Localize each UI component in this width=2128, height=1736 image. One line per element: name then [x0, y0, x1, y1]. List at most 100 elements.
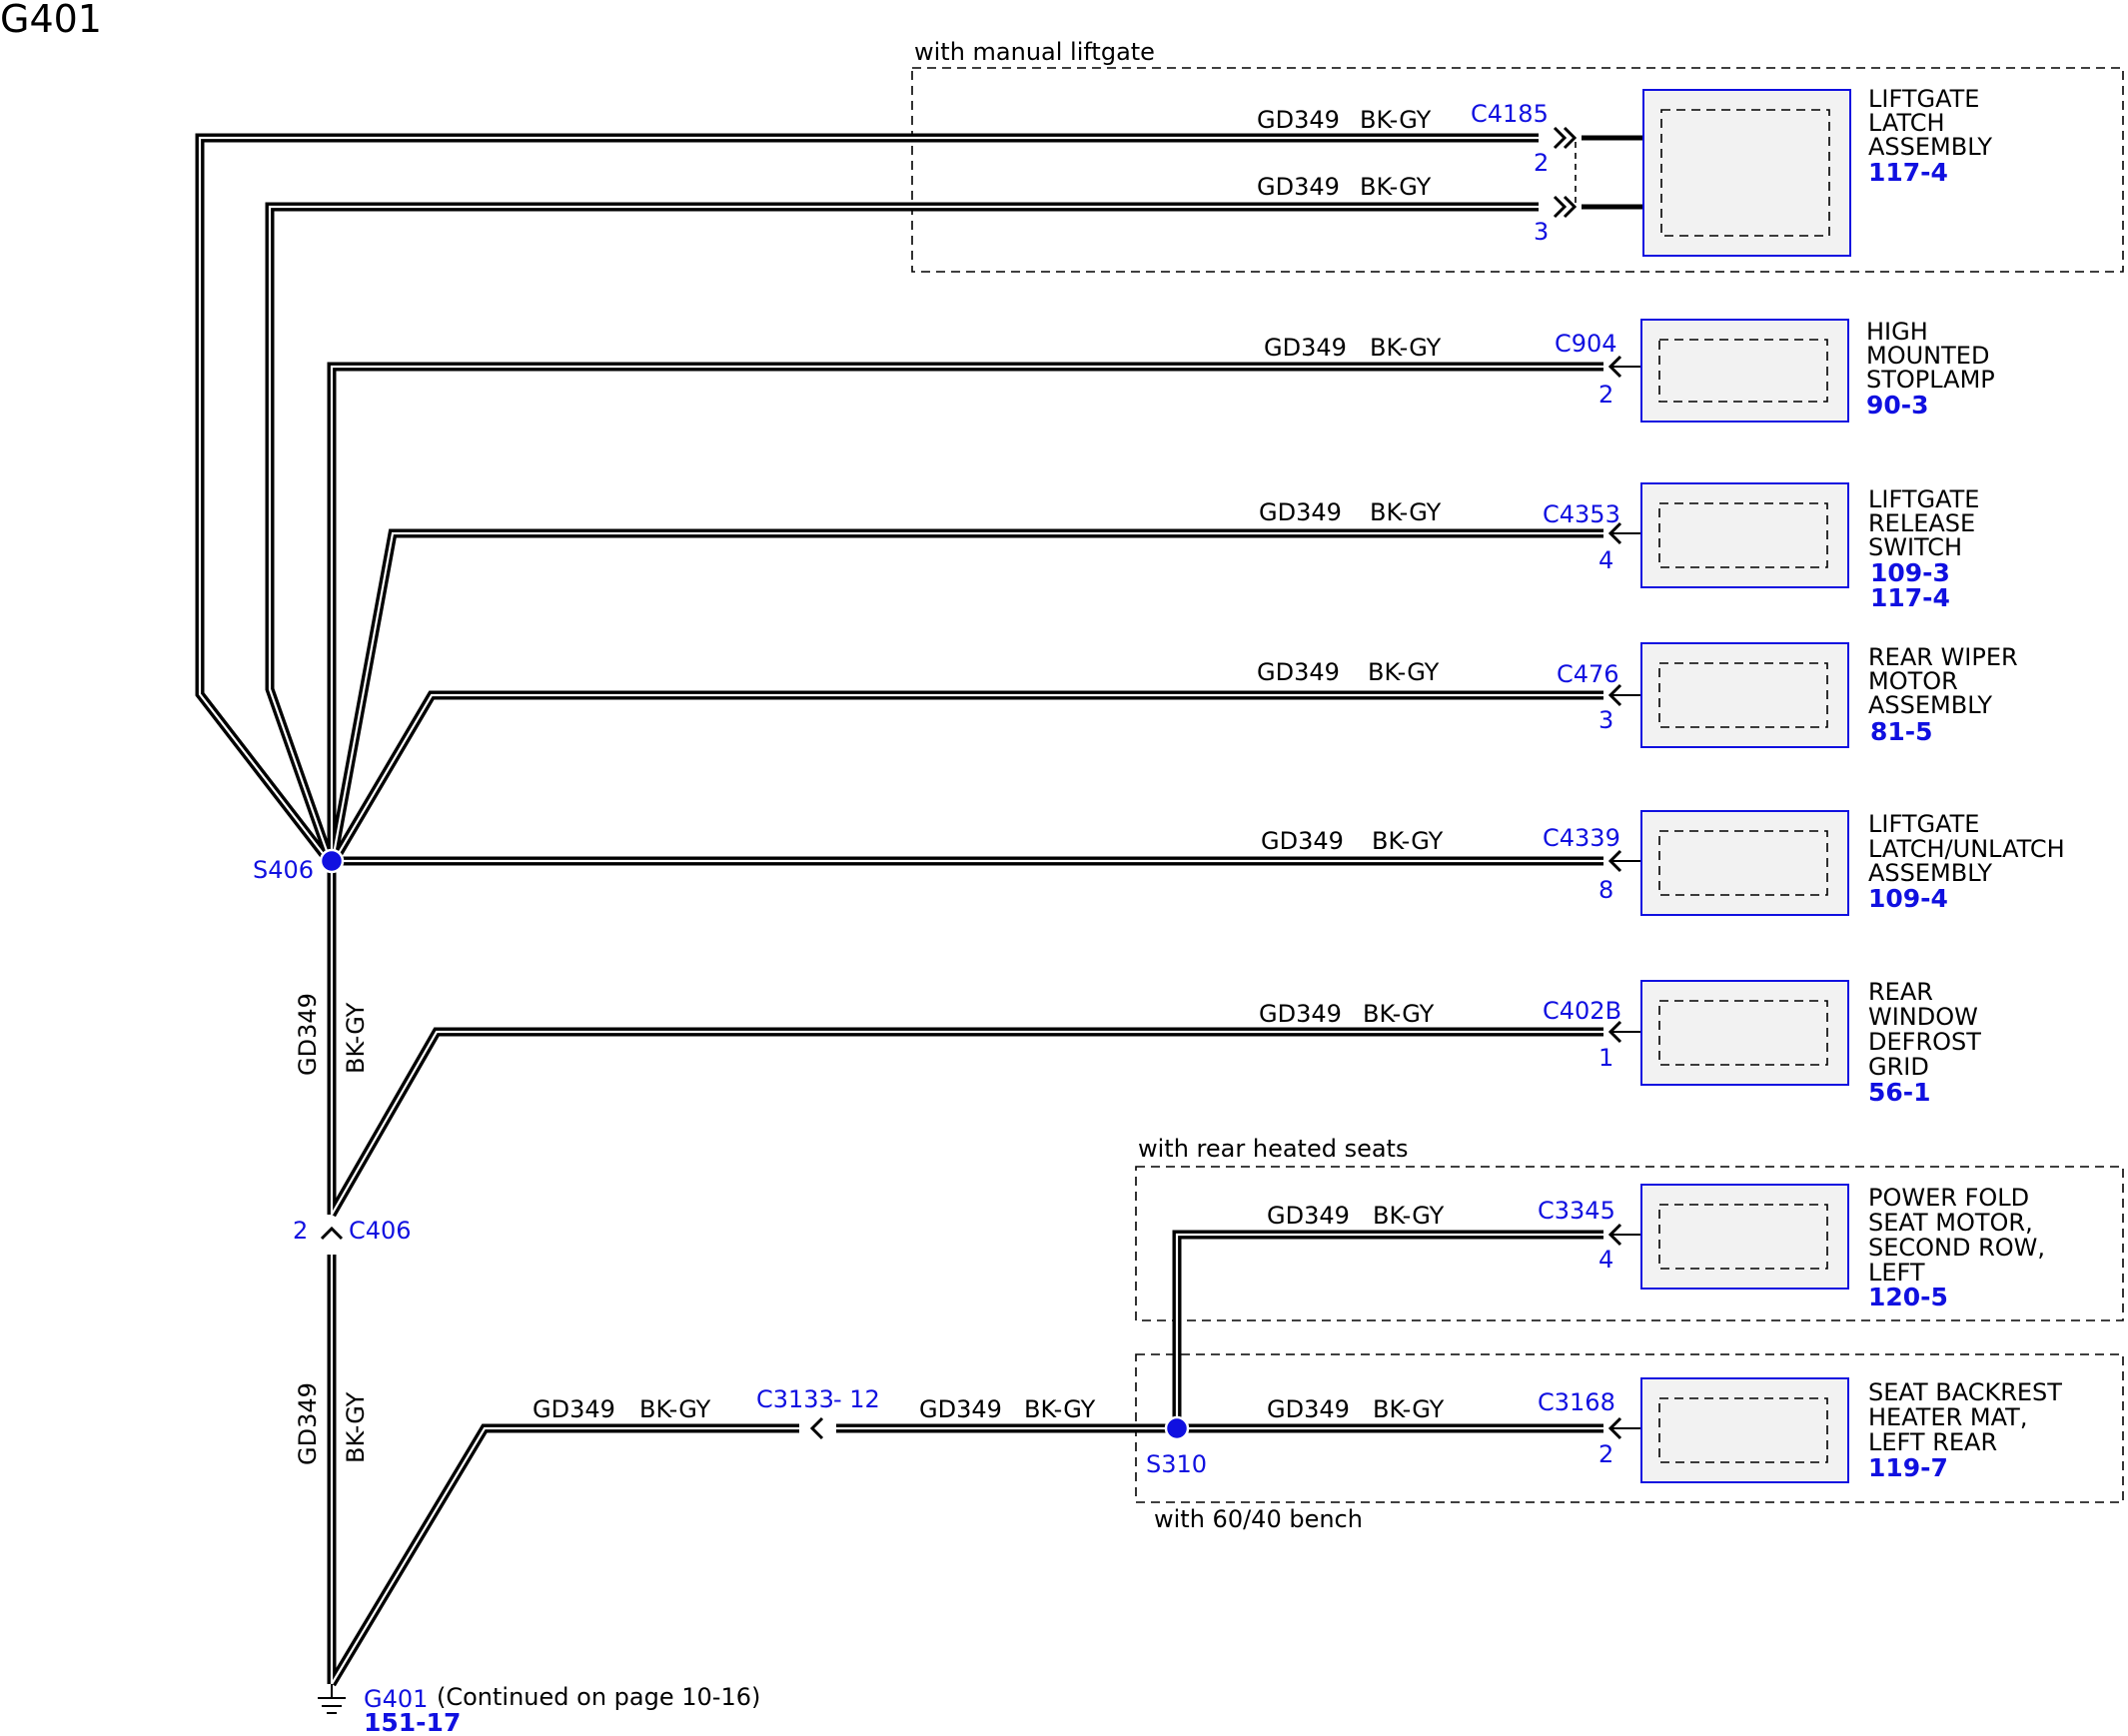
wire-circuit-label: GD349 [1264, 334, 1347, 362]
pin-label: 3 [1598, 706, 1613, 734]
component-box-seat-backrest-heater [1640, 1377, 1849, 1483]
wire-circuit-label: GD349 [1267, 1395, 1350, 1423]
component-label-line: RELEASE [1868, 509, 1975, 537]
component-label-line: LATCH/UNLATCH [1868, 835, 2065, 863]
component-label-line: REAR WIPER [1868, 643, 2018, 671]
component-labels: LIFTGATE LATCH ASSEMBLY 117-4 HIGH MOUNT… [1866, 85, 2065, 1482]
component-label-line: POWER FOLD [1868, 1184, 2029, 1212]
wire-color-label: BK-GY [1370, 334, 1442, 362]
ground-symbol [318, 1684, 346, 1714]
pin-label: 8 [1598, 876, 1613, 904]
connector-label: C402B [1543, 997, 1621, 1025]
connector-label: C4353 [1543, 500, 1620, 528]
wire-color-label: BK-GY [1363, 1000, 1435, 1028]
wire-color-label: BK-GY [1370, 498, 1442, 526]
component-box-rear-window-defrost [1640, 980, 1849, 1086]
component-label-line: LEFT [1868, 1259, 1925, 1287]
component-ref-link[interactable]: 120-5 [1868, 1283, 1948, 1311]
wire-color-label: BK-GY [1024, 1395, 1096, 1423]
pin-label-c406: 2 [293, 1217, 308, 1245]
component-label-line: ASSEMBLY [1868, 859, 1992, 887]
pin-label: 2 [1598, 1440, 1613, 1468]
pin-label: 1 [1598, 1044, 1613, 1072]
component-label-line: SEAT MOTOR, [1868, 1209, 2033, 1237]
splice-s310 [1164, 1415, 1190, 1441]
page-title: G401 [0, 0, 102, 41]
wire-circuit-label-vertical: GD349 [294, 1382, 322, 1465]
group-box-manual-liftgate [911, 67, 2124, 273]
wire-color-label: BK-GY [639, 1395, 711, 1423]
connector-label-c3133: C3133 [756, 1385, 834, 1413]
wire-circuit-label: GD349 [1257, 173, 1340, 201]
component-label-line: HEATER MAT, [1868, 1403, 2027, 1431]
wire-circuit-label-vertical: GD349 [294, 993, 322, 1076]
ground-note: (Continued on page 10-16) [437, 1683, 760, 1711]
pin-label: 4 [1598, 546, 1613, 574]
connector-label: C4185 [1471, 100, 1549, 128]
component-box-liftgate-release-switch [1640, 482, 1849, 588]
component-ref-link[interactable]: 117-4 [1870, 583, 1950, 612]
component-ref-link[interactable]: 90-3 [1866, 391, 1929, 420]
ground-label: G401 [364, 1685, 428, 1713]
splice-label-s406: S406 [253, 856, 314, 884]
wire-circuit-label: GD349 [1261, 827, 1344, 855]
pin-label: 4 [1598, 1246, 1613, 1274]
liftgate-latch-stubs [1575, 135, 1643, 210]
connector-label: C3168 [1538, 1388, 1615, 1416]
group-label-manual-liftgate: with manual liftgate [914, 38, 1155, 66]
component-label-line: SWITCH [1868, 533, 1962, 561]
wire-circuit-label: GD349 [1259, 1000, 1342, 1028]
component-label-line: WINDOW [1868, 1003, 1978, 1031]
component-box-rear-wiper-motor [1640, 642, 1849, 748]
wire-circuit-label: GD349 [1267, 1202, 1350, 1230]
group-box-rear-heated-seats [1135, 1166, 2124, 1321]
component-label-line: STOPLAMP [1866, 366, 1995, 394]
component-ref-link[interactable]: 109-4 [1868, 884, 1948, 913]
component-label-line: LEFT REAR [1868, 1428, 1997, 1456]
component-label-line: HIGH [1866, 318, 1928, 346]
component-ref-link[interactable]: 81-5 [1870, 717, 1933, 746]
wire-color-label: BK-GY [1373, 1202, 1445, 1230]
splice-label-s310: S310 [1146, 1450, 1207, 1478]
pin-label: 2 [1598, 381, 1613, 409]
pin-label: 2 [1534, 149, 1549, 177]
component-ref-link[interactable]: 56-1 [1868, 1078, 1931, 1107]
component-label-line: REAR [1868, 978, 1933, 1006]
wire-circuit-label: GD349 [532, 1395, 615, 1423]
component-label-line: SECOND ROW, [1868, 1234, 2045, 1262]
component-label-line: DEFROST [1868, 1028, 1981, 1056]
component-label-line: LIFTGATE [1868, 810, 1979, 838]
connector-label: C476 [1557, 660, 1619, 688]
splice-s406 [319, 848, 345, 874]
component-label-line: GRID [1868, 1053, 1929, 1081]
connector-label: C3345 [1538, 1197, 1615, 1225]
component-label-line: MOTOR [1868, 667, 1958, 695]
component-ref-link[interactable]: 119-7 [1868, 1453, 1948, 1482]
wire-circuit-label: GD349 [1259, 498, 1342, 526]
connector-label: C904 [1555, 330, 1617, 358]
wire-circuit-label: GD349 [1257, 106, 1340, 134]
wire-circuit-label: GD349 [1257, 658, 1340, 686]
connector-label: C4339 [1543, 824, 1620, 852]
component-label-line: LIFTGATE [1868, 85, 1979, 113]
splice-dots [319, 848, 1190, 1441]
component-ref-link[interactable]: 109-3 [1870, 558, 1950, 587]
group-label-rear-heated-seats: with rear heated seats [1138, 1135, 1408, 1163]
component-boxes [1640, 89, 1851, 1483]
component-label-line: MOUNTED [1866, 342, 1989, 370]
wire-circuit-label: GD349 [919, 1395, 1002, 1423]
ground-ref-link[interactable]: 151-17 [364, 1708, 461, 1736]
wire-color-label: BK-GY [1372, 827, 1444, 855]
component-box-power-fold-seat-motor [1640, 1184, 1849, 1290]
wire-color-label: BK-GY [1368, 658, 1440, 686]
component-box-liftgate-latch-unlatch [1640, 810, 1849, 916]
component-label-line: LIFTGATE [1868, 485, 1979, 513]
component-box-liftgate-latch [1642, 89, 1851, 257]
component-label-line: LATCH [1868, 109, 1945, 137]
wire-color-label-vertical: BK-GY [342, 1002, 370, 1074]
connector-label-c406: C406 [349, 1217, 412, 1245]
wire-color-label: BK-GY [1373, 1395, 1445, 1423]
component-label-line: ASSEMBLY [1868, 133, 1992, 161]
component-ref-link[interactable]: 117-4 [1868, 158, 1948, 187]
